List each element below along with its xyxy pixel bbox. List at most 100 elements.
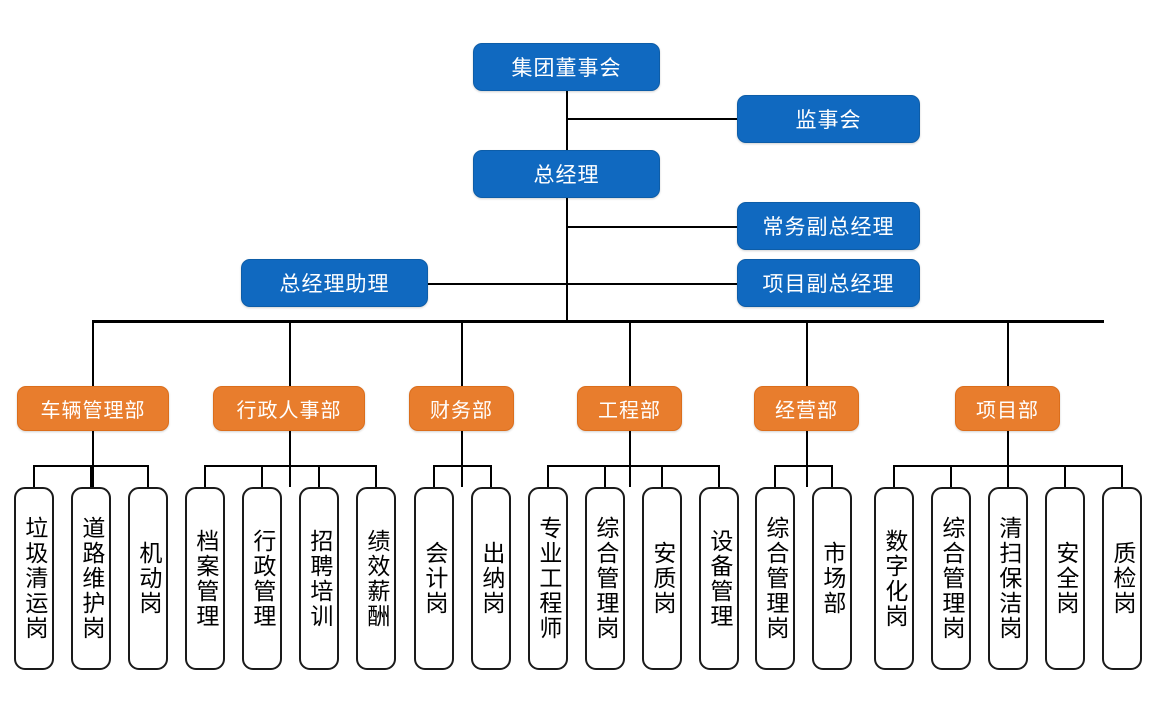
connector-leaf-1-3 — [147, 465, 149, 487]
position-box[interactable]: 市场部 — [812, 487, 852, 670]
department-node-1-label: 车辆管理部 — [40, 400, 146, 422]
position-box[interactable]: 综合管理岗 — [755, 487, 795, 670]
department-node-5-label: 经营部 — [775, 400, 838, 422]
connector-bus-to-department-2 — [289, 320, 291, 386]
department-node-5[interactable]: 经营部 — [754, 386, 859, 431]
position-label: 设备管理 — [706, 528, 732, 629]
position-label: 专业工程师 — [535, 516, 561, 641]
position-box[interactable]: 机动岗 — [128, 487, 168, 670]
position-label: 数字化岗 — [881, 528, 907, 629]
connector-leaf-3-2 — [490, 465, 492, 487]
department-node-4[interactable]: 工程部 — [577, 386, 682, 431]
connector-leaf-1-1 — [33, 465, 35, 487]
department-node-2[interactable]: 行政人事部 — [213, 386, 365, 431]
position-label: 道路维护岗 — [78, 516, 104, 641]
connector-leaf-6-1 — [893, 465, 895, 487]
position-box[interactable]: 出纳岗 — [471, 487, 511, 670]
node-general-manager-label: 总经理 — [533, 164, 600, 187]
department-node-4-label: 工程部 — [598, 400, 661, 422]
connector-leaf-6-4 — [1064, 465, 1066, 487]
position-label: 档案管理 — [192, 528, 218, 629]
connector-bus-to-department-5 — [806, 320, 808, 386]
position-box[interactable]: 质检岗 — [1102, 487, 1142, 670]
connector-leaf-4-1 — [547, 465, 549, 487]
node-project-deputy-gm-label: 项目副总经理 — [762, 273, 895, 296]
department-node-3[interactable]: 财务部 — [409, 386, 514, 431]
connector-leaf-2-1 — [204, 465, 206, 487]
connector-leaf-2-2 — [261, 465, 263, 487]
position-label: 综合管理岗 — [592, 516, 618, 641]
position-box[interactable]: 安全岗 — [1045, 487, 1085, 670]
connector-leaf-6-5 — [1121, 465, 1123, 487]
connector-leaf-5-2 — [831, 465, 833, 487]
connector-leaf-bus-5 — [774, 465, 832, 467]
position-label: 机动岗 — [135, 541, 161, 616]
connector-leaf-5-1 — [774, 465, 776, 487]
connector-leaf-bus-4 — [547, 465, 720, 467]
connector-leaf-2-3 — [318, 465, 320, 487]
connector-gm-to-executive-deputy — [566, 226, 737, 228]
connector-bus-to-department-3 — [461, 320, 463, 386]
position-box[interactable]: 道路维护岗 — [71, 487, 111, 670]
connector-department-6-down — [1007, 431, 1009, 487]
node-executive-deputy-gm[interactable]: 常务副总经理 — [737, 202, 920, 250]
position-box[interactable]: 设备管理 — [699, 487, 739, 670]
connector-department-4-down — [629, 431, 631, 487]
position-box[interactable]: 安质岗 — [642, 487, 682, 670]
connector-board-to-gm — [566, 91, 568, 150]
department-node-6[interactable]: 项目部 — [955, 386, 1060, 431]
connector-department-3-down — [461, 431, 463, 487]
connector-leaf-6-3 — [1007, 465, 1009, 487]
connector-bus-to-department-4 — [629, 320, 631, 386]
position-box[interactable]: 档案管理 — [185, 487, 225, 670]
position-label: 市场部 — [819, 541, 845, 616]
node-gm-assistant-label: 总经理助理 — [279, 273, 390, 296]
connector-department-5-down — [806, 431, 808, 487]
position-label: 绩效薪酬 — [363, 528, 389, 629]
position-label: 会计岗 — [421, 541, 447, 616]
department-node-2-label: 行政人事部 — [236, 400, 342, 422]
node-gm-assistant[interactable]: 总经理助理 — [241, 259, 428, 307]
node-executive-deputy-gm-label: 常务副总经理 — [762, 216, 895, 239]
position-box[interactable]: 清扫保洁岗 — [988, 487, 1028, 670]
node-board[interactable]: 集团董事会 — [473, 43, 660, 91]
node-general-manager[interactable]: 总经理 — [473, 150, 660, 198]
position-box[interactable]: 综合管理岗 — [585, 487, 625, 670]
position-label: 行政管理 — [249, 528, 275, 629]
position-label: 招聘培训 — [306, 528, 332, 629]
node-supervisory-board-label: 监事会 — [795, 109, 862, 132]
connector-gm-to-gm-assistant — [428, 283, 566, 285]
position-label: 清扫保洁岗 — [995, 516, 1021, 641]
connector-bus-to-department-1 — [92, 320, 94, 386]
node-project-deputy-gm[interactable]: 项目副总经理 — [737, 259, 920, 307]
position-box[interactable]: 专业工程师 — [528, 487, 568, 670]
department-bus — [92, 320, 1104, 323]
position-label: 安质岗 — [649, 541, 675, 616]
connector-leaf-bus-3 — [433, 465, 491, 467]
connector-leaf-4-3 — [661, 465, 663, 487]
connector-leaf-1-2 — [90, 465, 92, 487]
position-box[interactable]: 会计岗 — [414, 487, 454, 670]
position-box[interactable]: 综合管理岗 — [931, 487, 971, 670]
position-label: 综合管理岗 — [938, 516, 964, 641]
position-box[interactable]: 数字化岗 — [874, 487, 914, 670]
position-box[interactable]: 垃圾清运岗 — [14, 487, 54, 670]
department-node-3-label: 财务部 — [430, 400, 493, 422]
department-node-1[interactable]: 车辆管理部 — [17, 386, 169, 431]
connector-leaf-6-2 — [950, 465, 952, 487]
position-box[interactable]: 绩效薪酬 — [356, 487, 396, 670]
position-box[interactable]: 行政管理 — [242, 487, 282, 670]
position-box[interactable]: 招聘培训 — [299, 487, 339, 670]
connector-gm-to-supervisory-board — [566, 118, 737, 120]
connector-department-1-down — [92, 431, 94, 487]
node-board-label: 集团董事会 — [511, 57, 622, 80]
position-label: 安全岗 — [1052, 541, 1078, 616]
connector-leaf-4-4 — [718, 465, 720, 487]
node-supervisory-board[interactable]: 监事会 — [737, 95, 920, 143]
position-label: 综合管理岗 — [762, 516, 788, 641]
connector-department-2-down — [289, 431, 291, 487]
connector-gm-to-project-deputy — [566, 283, 737, 285]
position-label: 质检岗 — [1109, 541, 1135, 616]
connector-leaf-3-1 — [433, 465, 435, 487]
